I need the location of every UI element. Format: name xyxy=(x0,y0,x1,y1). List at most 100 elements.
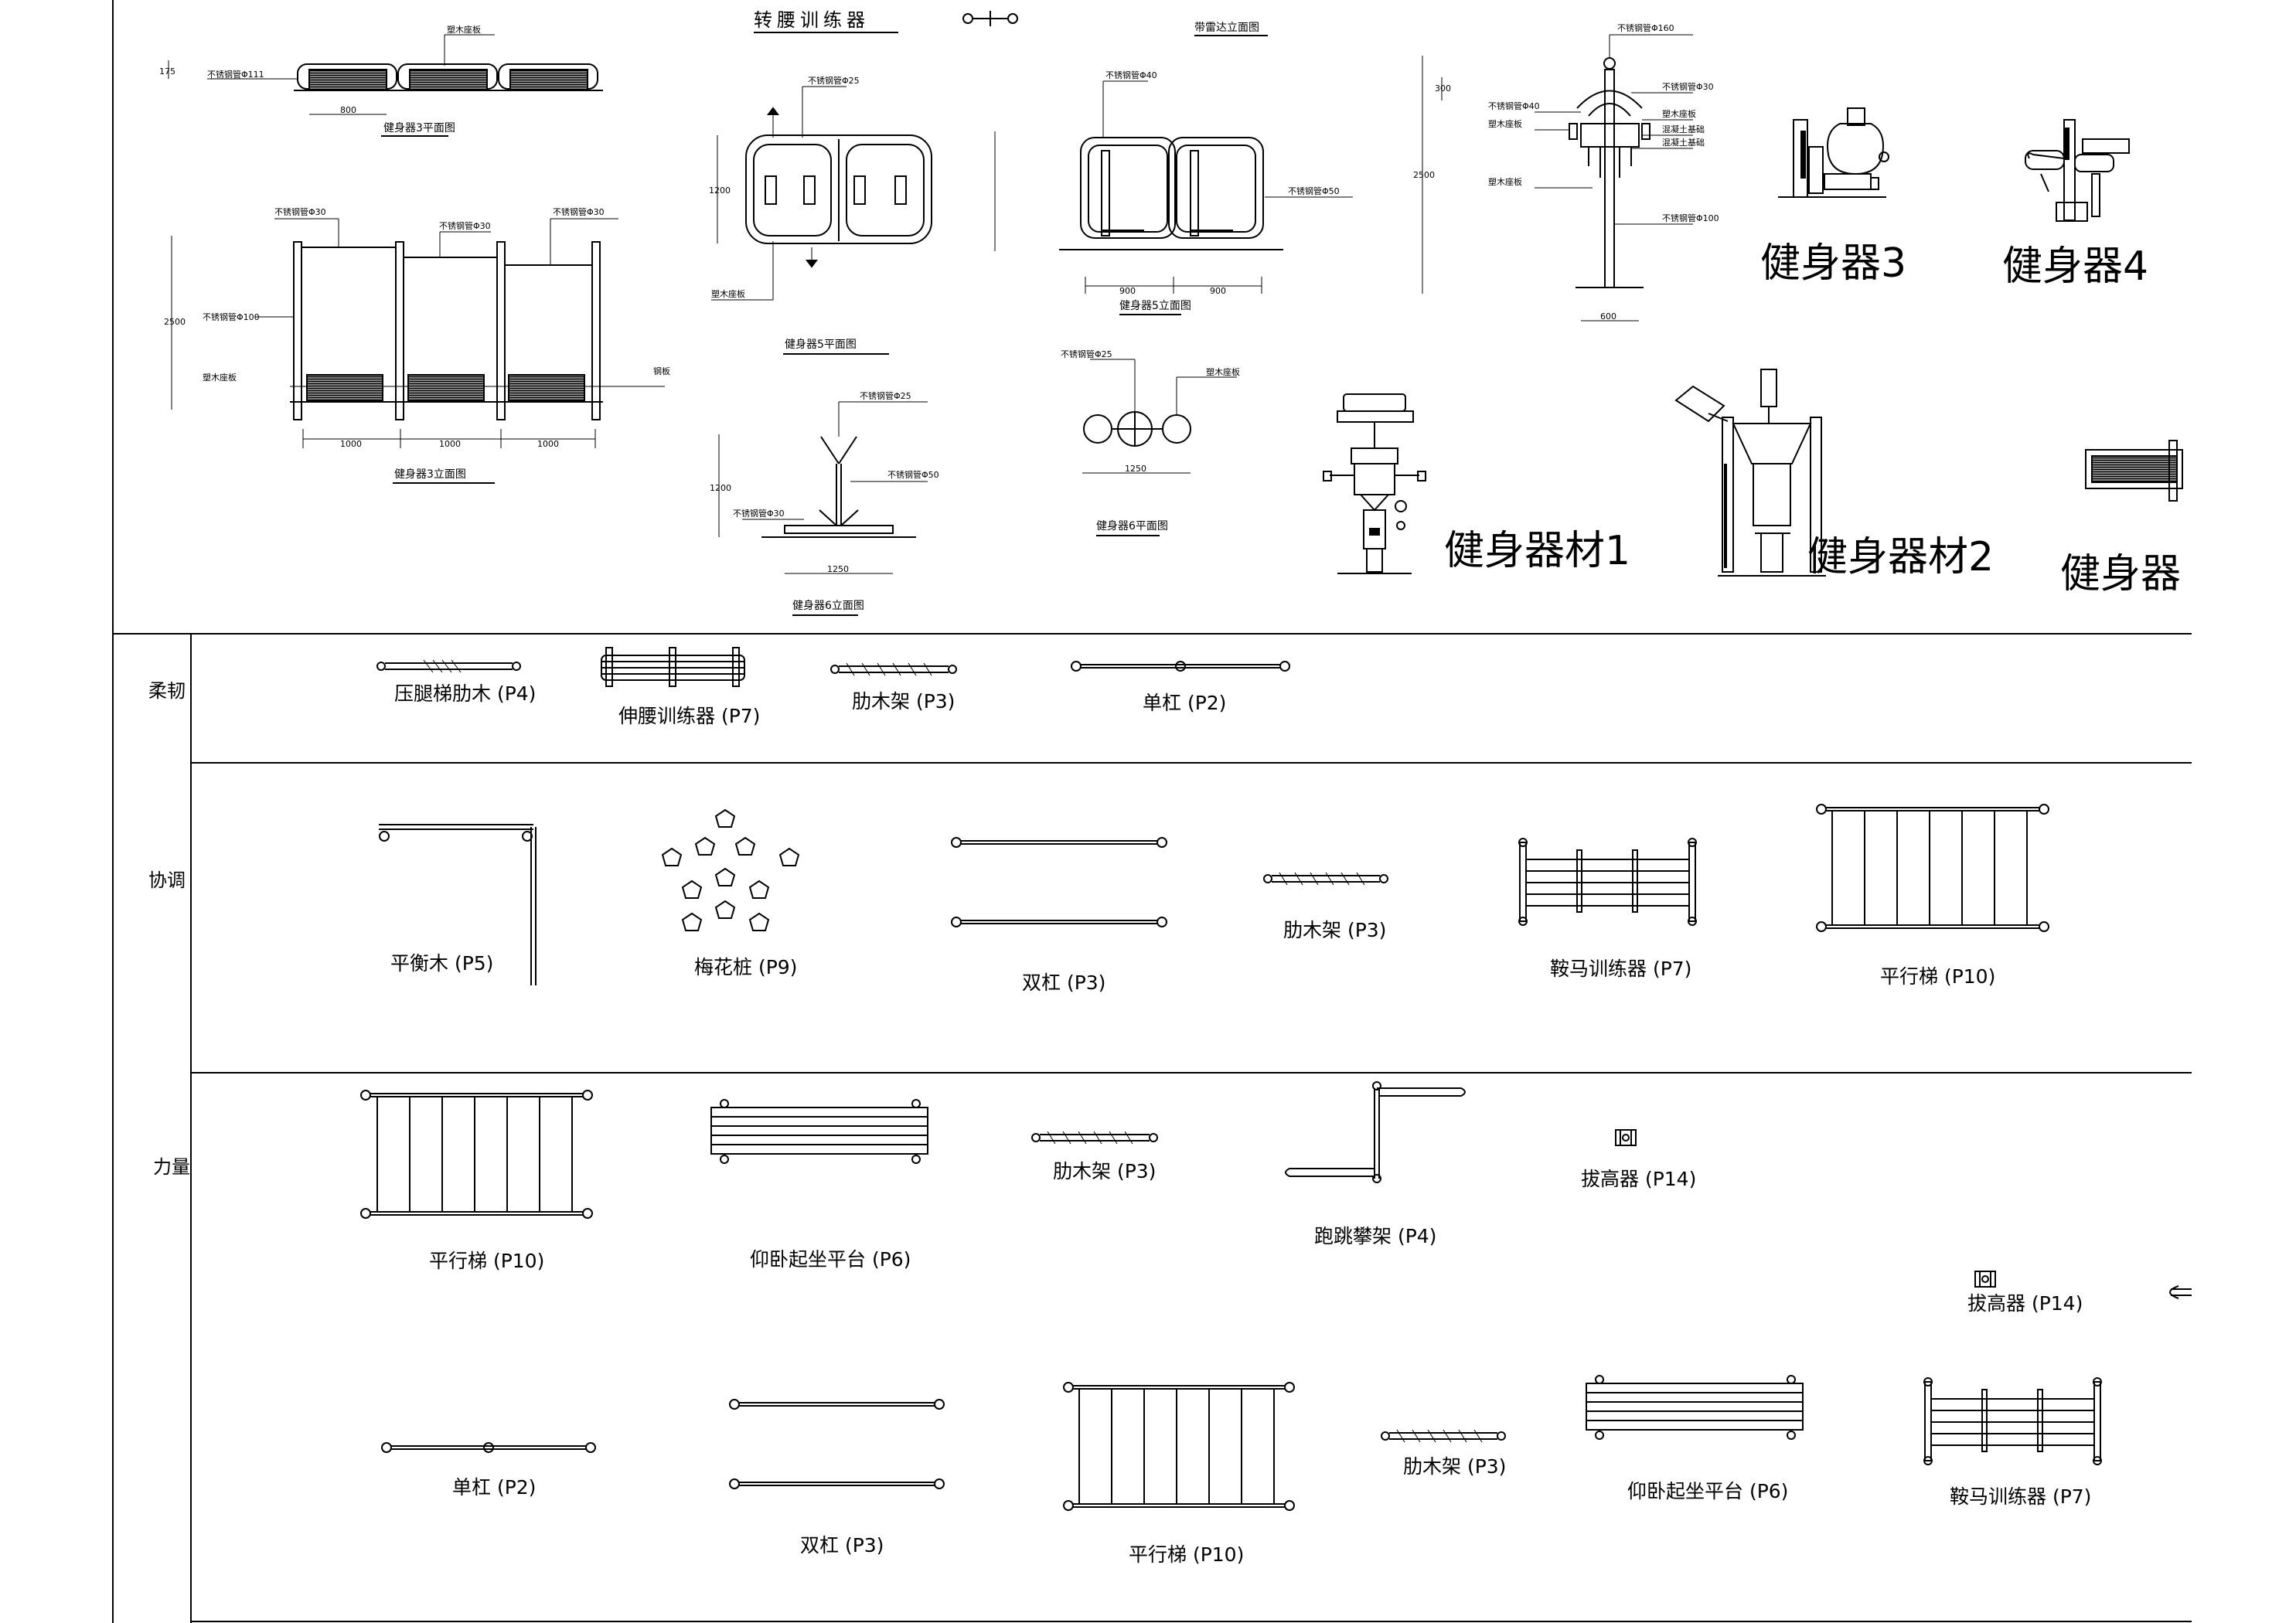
r3a-item-label: 跑跳攀架 (P4) xyxy=(1314,1225,1436,1247)
fitness3-elev-caption: 健身器3立面图 xyxy=(394,468,466,481)
fitness3-elev-note2: 不锈钢管Φ30 xyxy=(439,220,491,231)
lamp-note1: 不锈钢管Φ160 xyxy=(1617,22,1674,33)
r3b-item-label: 平行梯 (P10) xyxy=(1129,1543,1244,1566)
row-label-coordination: 协调 xyxy=(148,869,186,891)
r3b-situp-platform xyxy=(1586,1375,1804,1440)
fitness3-plan-note2: 塑木座板 xyxy=(447,24,481,35)
r3a-rib-frame xyxy=(1031,1131,1158,1145)
r3a-item-label: 拔高器 (P14) xyxy=(1967,1292,2083,1315)
fitness5-elev-caption: 健身器5立面图 xyxy=(1119,300,1191,312)
sheet-frame xyxy=(112,0,2192,1623)
r3a-stretch-device xyxy=(1615,1129,1637,1146)
r3a-edge-partial-icon xyxy=(2169,1285,2192,1299)
fitness3-elev-note6: 钢板 xyxy=(653,366,670,376)
r3b-parallel-bars xyxy=(729,1399,945,1489)
fitness6-plan-note1: 不锈钢管Φ25 xyxy=(1061,349,1112,359)
r3b-item-label: 鞍马训练器 (P7) xyxy=(1950,1485,2091,1508)
r2-pommel-trainer xyxy=(1518,838,1697,926)
r2-item-label: 梅花桩 (P9) xyxy=(694,956,797,978)
fitness-eq5-partial-sketch xyxy=(2085,440,2183,502)
fitness3-elev-note5: 塑木座板 xyxy=(203,372,237,383)
fitness5-plan-drawing xyxy=(711,86,996,355)
fitness3-plan-note: 不锈钢管Φ111 xyxy=(207,69,264,80)
r1-rib-frame xyxy=(830,662,957,676)
r3a-item-label: 肋木架 (P3) xyxy=(1053,1160,1156,1182)
fitness-material2-sketch xyxy=(1674,369,1826,577)
fitness5-plan-note1: 不锈钢管Φ25 xyxy=(808,75,860,86)
fitness6-plan-dim: 1250 xyxy=(1125,464,1146,474)
r3a-item-label: 仰卧起坐平台 (P6) xyxy=(750,1248,911,1271)
fitness6-elev-note2: 不锈钢管Φ50 xyxy=(887,469,939,480)
fitness6-plan-note2: 塑木座板 xyxy=(1206,366,1240,377)
row-label-flexibility: 柔韧 xyxy=(148,680,186,702)
r3b-rib-frame xyxy=(1381,1429,1506,1443)
fitness3-plan-dim-v: 175 xyxy=(159,66,175,77)
r1-leg-press-ladder xyxy=(376,659,521,673)
fitness3-elev-dim3: 1000 xyxy=(537,439,559,449)
r2-item-label: 平行梯 (P10) xyxy=(1880,965,1995,988)
lamp-dim-h: 600 xyxy=(1600,311,1616,322)
fitness6-elevation-drawing xyxy=(718,401,928,616)
r2-item-label: 双杠 (P3) xyxy=(1022,971,1105,994)
fitness-eq4-title: 健身器4 xyxy=(2002,243,2148,290)
lamp-dim-v: 2500 xyxy=(1413,170,1435,180)
lamp-note3: 不锈钢管Φ40 xyxy=(1488,100,1540,111)
lamp-note7: 混凝土基础 xyxy=(1662,137,1705,148)
fitness6-elev-note3: 不锈钢管Φ30 xyxy=(733,508,785,519)
fitness-eq3-sketch xyxy=(1778,107,1889,198)
fitness5-plan-note2: 塑木座板 xyxy=(711,288,745,299)
r3b-horizontal-bar xyxy=(381,1442,596,1453)
r3b-item-label: 仰卧起坐平台 (P6) xyxy=(1627,1480,1788,1502)
r3b-parallel-ladder xyxy=(1063,1382,1295,1511)
r3a-stretch-device-2 xyxy=(1974,1271,1996,1288)
r3b-pommel-trainer xyxy=(1923,1377,2102,1465)
fitness6-plan-drawing xyxy=(1082,359,1237,536)
fitness5-elev-note1: 不锈钢管Φ40 xyxy=(1105,70,1157,80)
r3b-item-label: 双杠 (P3) xyxy=(800,1534,884,1557)
r3a-item-label: 平行梯 (P10) xyxy=(429,1250,544,1272)
waist-trainer-icon xyxy=(962,11,1018,26)
fitness-eq3-title: 健身器3 xyxy=(1760,240,1906,287)
r3a-situp-platform xyxy=(710,1099,928,1164)
lamp-note2: 不锈钢管Φ30 xyxy=(1662,81,1714,92)
r3b-item-label: 肋木架 (P3) xyxy=(1403,1455,1506,1478)
waist-trainer-title: 转腰训练器 xyxy=(754,9,870,31)
r3b-item-label: 单杠 (P2) xyxy=(452,1476,536,1499)
r2-item-label: 平衡木 (P5) xyxy=(390,952,493,975)
r1-item-label: 压腿梯肋木 (P4) xyxy=(394,682,536,705)
fitness3-elev-note1: 不锈钢管Φ30 xyxy=(274,206,326,217)
fitness5-elev-dim2: 900 xyxy=(1210,286,1226,296)
lamp-note8: 塑木座板 xyxy=(1488,176,1522,187)
r2-item-label: 肋木架 (P3) xyxy=(1283,919,1386,941)
fitness6-elev-dim: 1250 xyxy=(827,564,849,574)
fitness6-elev-caption: 健身器6立面图 xyxy=(792,600,864,612)
lamp-note6: 混凝土基础 xyxy=(1662,124,1705,134)
fitness3-plan-caption: 健身器3平面图 xyxy=(383,122,455,134)
r2-rib-frame xyxy=(1263,872,1388,886)
r3a-parallel-ladder xyxy=(360,1090,593,1219)
r2-parallel-bars xyxy=(951,837,1167,927)
fitness3-elev-dim-v: 2500 xyxy=(164,317,186,327)
fitness5-elev-dim1: 900 xyxy=(1119,286,1136,296)
fitness-eq4-sketch xyxy=(2025,119,2130,222)
fitness-material2-title: 健身器材2 xyxy=(1807,534,1994,580)
lamp-dim-v2: 300 xyxy=(1435,83,1451,94)
r2-plum-piles xyxy=(661,808,800,931)
r1-item-label: 肋木架 (P3) xyxy=(852,690,955,713)
row-label-strength: 力量 xyxy=(153,1156,190,1178)
fitness5-elev-note2: 不锈钢管Φ50 xyxy=(1288,185,1340,196)
lamp-note9: 不锈钢管Φ100 xyxy=(1662,213,1719,223)
lamp-elevation-caption: 带雷达立面图 xyxy=(1194,22,1259,34)
fitness6-elev-dim-v: 1200 xyxy=(710,483,731,493)
fitness5-plan-caption: 健身器5平面图 xyxy=(785,339,857,351)
r1-item-label: 单杠 (P2) xyxy=(1143,692,1226,714)
r1-horizontal-bar xyxy=(1071,661,1290,672)
fitness3-elev-note4: 不锈钢管Φ100 xyxy=(203,311,260,322)
fitness5-plan-dim: 1200 xyxy=(709,185,731,196)
fitness3-plan-dim: 800 xyxy=(340,105,356,115)
lamp-post-drawing xyxy=(1422,34,1693,322)
r3a-jump-climb-frame xyxy=(1285,1081,1466,1183)
r1-stretch-trainer xyxy=(601,647,745,687)
fitness3-elevation-drawing xyxy=(171,218,665,484)
